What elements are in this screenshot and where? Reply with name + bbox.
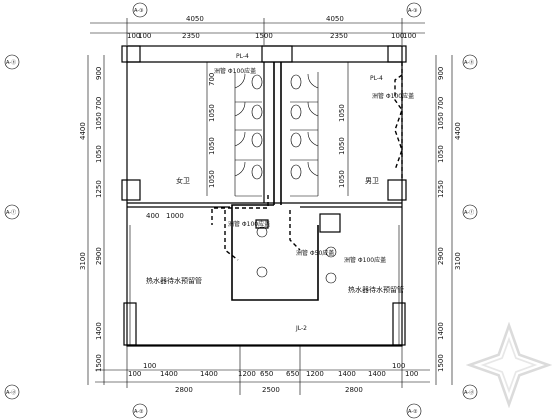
stall-dim-right-3: 1050	[338, 170, 346, 188]
right-dim-8: 1500	[437, 354, 445, 372]
bottom-dim-detail-7: 650	[286, 370, 299, 378]
left-dim-5: 1250	[95, 180, 103, 198]
right-dim-4: 1050	[437, 145, 445, 163]
bottom-dim-overall-2: 2500	[262, 386, 280, 394]
top-dimensions: 4050 4050 100 100 2350 1500 2350 100 100	[90, 15, 425, 45]
top-dim-detail-4: 1500	[255, 32, 273, 40]
left-dim-6: 2900	[95, 247, 103, 265]
label-flush-3: 洲管 Φ50应盖	[296, 249, 334, 257]
room-label-male: 男卫	[365, 177, 379, 185]
bottom-dim-overall-3: 2800	[345, 386, 363, 394]
walls	[121, 45, 407, 395]
right-dimensions: 900 700 1050 1050 1250 4400 2900 3100 14…	[435, 55, 462, 385]
bottom-dim-detail-8: 1200	[306, 370, 324, 378]
axis-tag-top-left: A-③	[134, 8, 144, 14]
top-dim-overall-right: 4050	[326, 15, 344, 23]
top-dim-detail-5: 2350	[330, 32, 348, 40]
axis-tags: A-③ A-③ A-② A-② A-ⓖ A-ⓕ A-ⓓ A-ⓖ A-ⓕ A-ⓓ	[4, 2, 478, 419]
label-pl4-left: PL-4	[236, 53, 249, 60]
bottom-dim-detail-6: 650	[260, 370, 273, 378]
bottom-dim-detail-4: 1400	[200, 370, 218, 378]
stall-dim-left-1: 1050	[208, 104, 216, 122]
left-dim-7: 1400	[95, 322, 103, 340]
right-dim-2: 700	[437, 97, 445, 110]
bottom-dimensions: 100 100 1400 1400 1200 650 650 1200 1400…	[95, 346, 430, 394]
left-dim-8: 1500	[95, 354, 103, 372]
bottom-dim-detail-3: 1400	[160, 370, 178, 378]
axis-tag-bottom-left: A-②	[134, 409, 144, 415]
stall-dim-right-1: 1050	[338, 104, 346, 122]
label-flush-2: 洲管 Φ100应盖	[228, 220, 270, 228]
top-dim-detail-6: 100	[391, 32, 404, 40]
right-dim-1: 900	[437, 67, 445, 80]
left-dim-2: 700	[95, 97, 103, 110]
female-stalls: 700	[206, 62, 263, 197]
axis-tag-left-1: A-ⓖ	[6, 59, 16, 66]
left-dim-1: 900	[95, 67, 103, 80]
dim-1000: 1000	[166, 212, 184, 220]
watermark-logo-icon	[466, 322, 552, 408]
male-stalls	[290, 62, 349, 197]
axis-tag-right-1: A-ⓖ	[464, 59, 474, 66]
right-dim-5: 1250	[437, 180, 445, 198]
bottom-dim-detail-1: 100	[128, 370, 141, 378]
bottom-dim-detail-12: 100	[405, 370, 418, 378]
right-dim-overall-1: 4400	[454, 122, 462, 140]
room-label-female: 女卫	[176, 176, 190, 185]
dim-400: 400	[146, 212, 159, 220]
left-dim-overall-1: 4400	[79, 122, 87, 140]
left-dimensions: 900 700 1050 1050 1250 4400 2900 3100 14…	[79, 55, 105, 385]
stall-dimensions: 1050 1050 1050 1050 1050 1050	[208, 104, 346, 188]
label-pl4-right: PL-4	[370, 75, 383, 82]
axis-tag-right-2: A-ⓕ	[464, 209, 474, 216]
top-dim-detail-2: 100	[138, 32, 151, 40]
left-dim-3: 1050	[95, 112, 103, 130]
axis-tag-bottom-right: A-②	[408, 409, 418, 415]
label-flush-male-1: 洲管 Φ100应盖	[372, 92, 414, 100]
bottom-dim-detail-9: 1400	[338, 370, 356, 378]
left-dim-overall-2: 3100	[79, 252, 87, 270]
water-note-right: 热水器待水预留管	[348, 285, 404, 294]
pipe-labels: PL-4 PL-4 JL-2 洲管 Φ100应盖 洲管 Φ100应盖 洲管 Φ1…	[214, 53, 414, 332]
axis-tag-left-3: A-ⓓ	[6, 389, 16, 396]
right-dim-3: 1050	[437, 112, 445, 130]
top-dim-detail-3: 2350	[182, 32, 200, 40]
bottom-dim-overall-1: 2800	[175, 386, 193, 394]
right-dim-6: 2900	[437, 247, 445, 265]
right-dim-overall-2: 3100	[454, 252, 462, 270]
bottom-dim-detail-11: 100	[392, 362, 405, 370]
left-dim-4: 1050	[95, 145, 103, 163]
water-note-left: 热水器待水预留管	[146, 276, 202, 285]
stall-dim-left-3: 1050	[208, 170, 216, 188]
right-dim-7: 1400	[437, 322, 445, 340]
label-flush-4: 洲管 Φ100应盖	[344, 256, 386, 264]
label-jl2: JL-2	[295, 325, 307, 332]
bottom-dim-detail-10: 1400	[368, 370, 386, 378]
top-dim-overall-left: 4050	[186, 15, 204, 23]
stall-dim-left-2: 1050	[208, 137, 216, 155]
label-flush-female-1: 洲管 Φ100应盖	[214, 67, 256, 75]
top-dim-detail-1: 100	[127, 32, 140, 40]
axis-tag-top-right: A-③	[408, 8, 418, 14]
stall-dim-right-2: 1050	[338, 137, 346, 155]
female-stall-dim-1: 700	[208, 73, 216, 86]
axis-tag-left-2: A-ⓕ	[6, 209, 16, 216]
bottom-dim-detail-5: 1200	[238, 370, 256, 378]
bottom-dim-detail-2: 100	[143, 362, 156, 370]
top-dim-detail-7: 100	[403, 32, 416, 40]
axis-tag-right-3: A-ⓓ	[464, 389, 474, 396]
water-pipes	[211, 62, 403, 301]
